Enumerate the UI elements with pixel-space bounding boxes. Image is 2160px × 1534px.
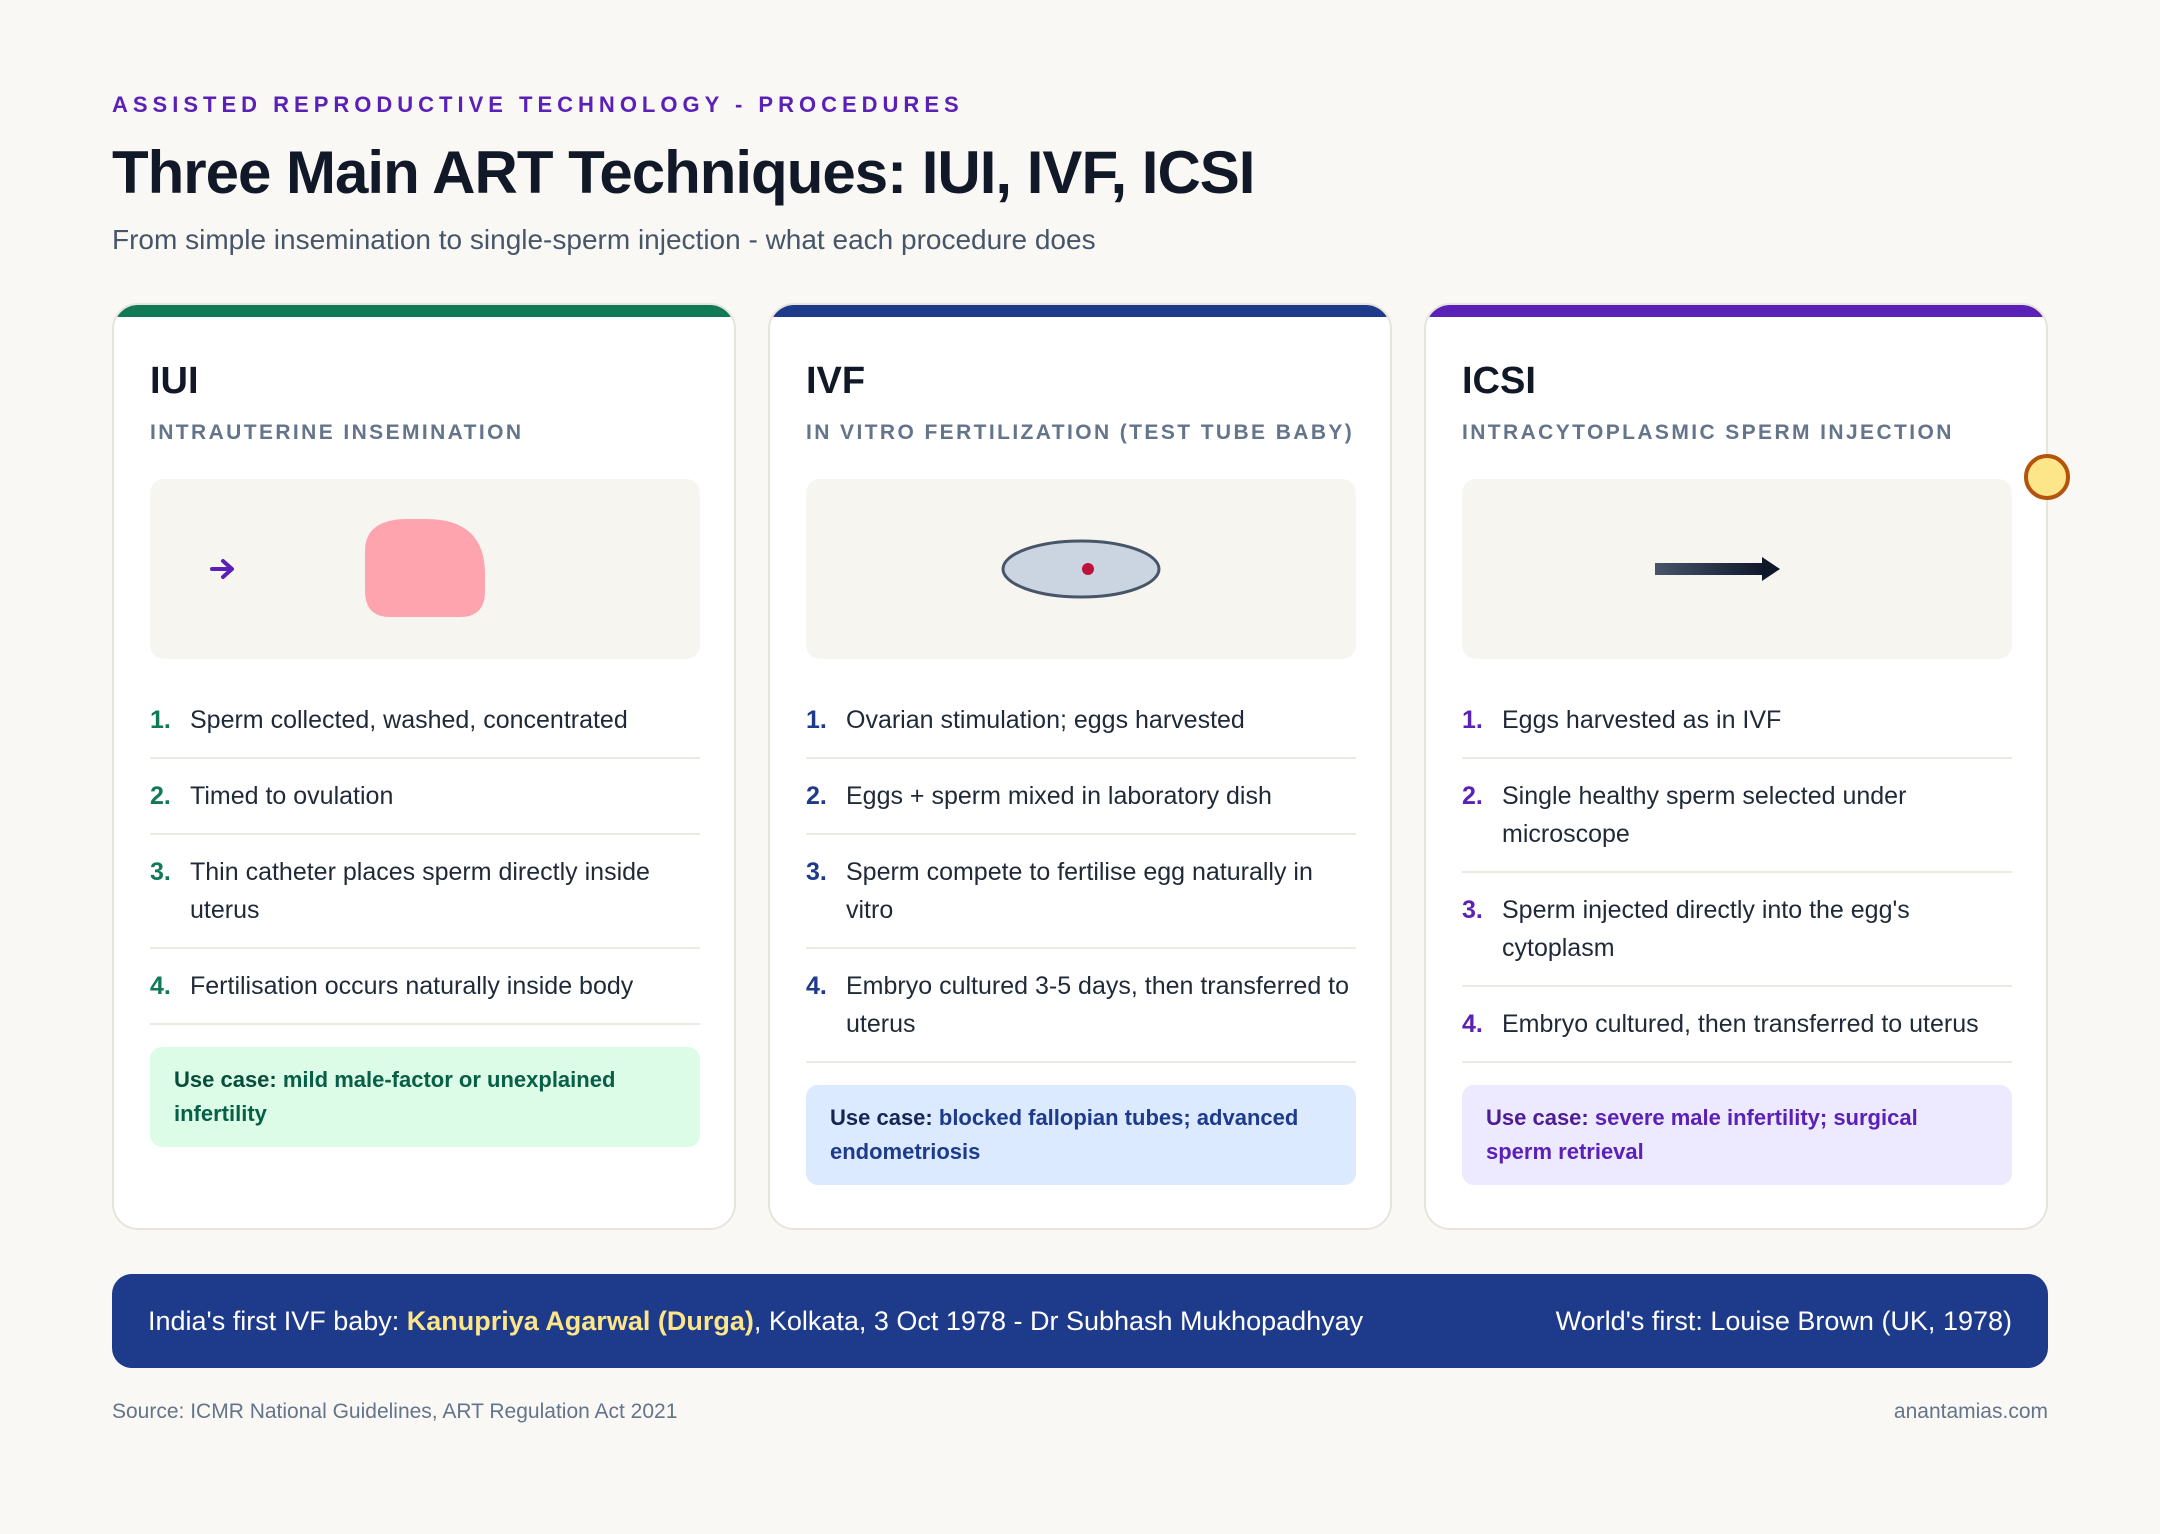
list-item: 1.Sperm collected, washed, concentrated xyxy=(150,683,700,759)
list-item: 2.Eggs + sperm mixed in laboratory dish xyxy=(806,759,1356,835)
step-list: 1.Sperm collected, washed, concentrated … xyxy=(150,683,700,1025)
page-title: Three Main ART Techniques: IUI, IVF, ICS… xyxy=(112,139,1255,206)
technique-cards: IUI INTRAUTERINE INSEMINATION 1.Sperm co… xyxy=(112,303,2048,1230)
india-first-ivf: India's first IVF baby: Kanupriya Agarwa… xyxy=(148,1305,1364,1336)
use-case-label: Use case: xyxy=(1486,1105,1589,1130)
card-accent-bar xyxy=(114,305,734,317)
highlight-name: Kanupriya Agarwal (Durga) xyxy=(406,1305,754,1336)
use-case-box: Use case: mild male-factor or unexplaine… xyxy=(150,1047,700,1147)
card-icsi: ICSI INTRACYTOPLASMIC SPERM INJECTION 1.… xyxy=(1424,303,2048,1230)
card-full-name: IN VITRO FERTILIZATION (TEST TUBE BABY) xyxy=(806,421,1355,444)
use-case-box: Use case: severe male infertility; surgi… xyxy=(1462,1085,2012,1185)
eyebrow-label: ASSISTED REPRODUCTIVE TECHNOLOGY - PROCE… xyxy=(112,92,964,117)
card-name: IUI xyxy=(150,360,199,402)
list-item: 1.Ovarian stimulation; eggs harvested xyxy=(806,683,1356,759)
list-item: 4.Embryo cultured, then transferred to u… xyxy=(1462,987,2012,1063)
uterus-insemination-icon xyxy=(150,479,700,659)
list-item: 2.Single healthy sperm selected under mi… xyxy=(1462,759,2012,873)
world-first-ivf: World's first: Louise Brown (UK, 1978) xyxy=(1555,1305,2012,1336)
uterus-shape xyxy=(365,519,485,617)
use-case-box: Use case: blocked fallopian tubes; advan… xyxy=(806,1085,1356,1185)
egg-marker-icon xyxy=(2024,454,2070,500)
list-item: 4.Embryo cultured 3-5 days, then transfe… xyxy=(806,949,1356,1063)
card-full-name: INTRACYTOPLASMIC SPERM INJECTION xyxy=(1462,421,1954,444)
history-banner: India's first IVF baby: Kanupriya Agarwa… xyxy=(112,1274,2048,1368)
card-name: IVF xyxy=(806,360,866,402)
source-note: Source: ICMR National Guidelines, ART Re… xyxy=(112,1400,678,1423)
card-name: ICSI xyxy=(1462,360,1536,402)
list-item: 3.Thin catheter places sperm directly in… xyxy=(150,835,700,949)
card-iui: IUI INTRAUTERINE INSEMINATION 1.Sperm co… xyxy=(112,303,736,1230)
page-subtitle: From simple insemination to single-sperm… xyxy=(112,224,1096,255)
arrow-icon xyxy=(210,559,234,579)
list-item: 4.Fertilisation occurs naturally inside … xyxy=(150,949,700,1025)
list-item: 3.Sperm injected directly into the egg's… xyxy=(1462,873,2012,987)
injection-needle-icon xyxy=(1462,479,2012,659)
step-list: 1.Eggs harvested as in IVF 2.Single heal… xyxy=(1462,683,2012,1063)
petri-dish-icon xyxy=(806,479,1356,659)
use-case-text: blocked fallopian tubes; advanced endome… xyxy=(830,1105,1299,1164)
card-full-name: INTRAUTERINE INSEMINATION xyxy=(150,421,524,444)
list-item: 2.Timed to ovulation xyxy=(150,759,700,835)
card-accent-bar xyxy=(1426,305,2046,317)
list-item: 3.Sperm compete to fertilise egg natural… xyxy=(806,835,1356,949)
use-case-label: Use case: xyxy=(174,1067,277,1092)
card-ivf: IVF IN VITRO FERTILIZATION (TEST TUBE BA… xyxy=(768,303,1392,1230)
use-case-text: severe male infertility; surgical sperm … xyxy=(1486,1105,1918,1164)
card-accent-bar xyxy=(770,305,1390,317)
list-item: 1.Eggs harvested as in IVF xyxy=(1462,683,2012,759)
use-case-label: Use case: xyxy=(830,1105,933,1130)
step-list: 1.Ovarian stimulation; eggs harvested 2.… xyxy=(806,683,1356,1063)
use-case-text: mild male-factor or unexplained infertil… xyxy=(174,1067,616,1126)
site-credit: anantamias.com xyxy=(1893,1400,2048,1423)
